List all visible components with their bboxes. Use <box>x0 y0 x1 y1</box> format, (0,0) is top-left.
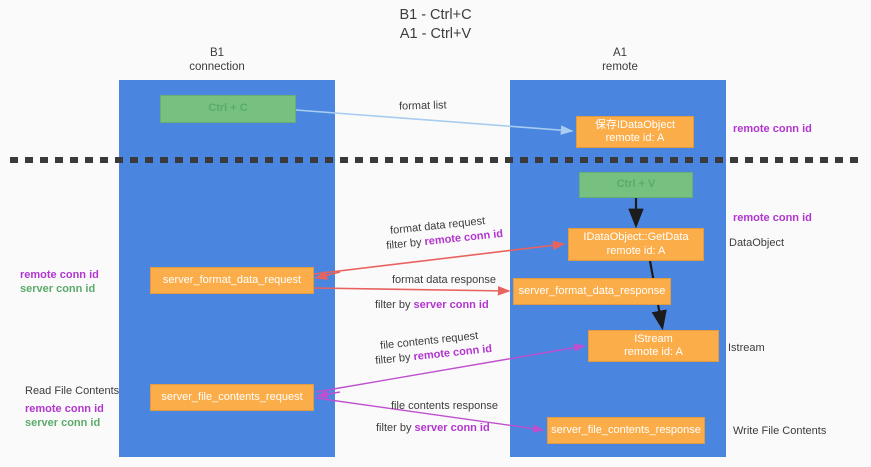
edge-label-format-list: format list <box>398 99 447 113</box>
annotation-write-file-contents: Write File Contents <box>733 425 827 437</box>
column-header-a1: A1 remote <box>555 46 685 74</box>
node-save-idataobject[interactable]: 保存IDataObject remote id: A <box>576 116 694 148</box>
column-header-a1-name: A1 <box>612 47 628 59</box>
node-server-format-data-request-label: server_format_data_request <box>162 273 302 286</box>
filter-prefix: filter by <box>385 236 426 253</box>
annotation-remote-conn-id-mid: remote conn id <box>733 212 812 224</box>
title-line-1: B1 - Ctrl+C <box>399 7 472 23</box>
column-header-b1-name: B1 <box>209 47 225 59</box>
filter-key-server-conn-id: server conn id <box>414 422 490 434</box>
edge-label-file-contents-response-filter: filter by server conn id <box>376 422 490 435</box>
node-save-idataobject-line1: 保存IDataObject <box>594 118 676 131</box>
filter-key-server-conn-id: server conn id <box>413 299 489 311</box>
node-idataobject-getdata[interactable]: IDataObject::GetData remote id: A <box>568 228 704 261</box>
annotation-left-remote-conn-id: remote conn id <box>20 269 99 281</box>
node-ctrl-v-label: Ctrl + V <box>616 178 656 191</box>
node-idataobject-getdata-line2: remote id: A <box>606 244 666 257</box>
node-server-format-data-request[interactable]: server_format_data_request <box>150 267 314 294</box>
node-server-file-contents-response[interactable]: server_file_contents_response <box>547 417 705 444</box>
node-ctrl-v[interactable]: Ctrl + V <box>579 172 693 198</box>
node-server-format-data-response[interactable]: server_format_data_response <box>513 278 671 305</box>
annotation-dataobject: DataObject <box>729 237 785 249</box>
annotation-read-server-conn-id: server conn id <box>25 417 101 429</box>
title-line-2: A1 - Ctrl+V <box>399 26 472 42</box>
node-istream[interactable]: IStream remote id: A <box>588 330 719 362</box>
filter-prefix: filter by <box>374 351 415 368</box>
column-header-a1-role: remote <box>602 61 638 73</box>
node-ctrl-c[interactable]: Ctrl + C <box>160 95 296 123</box>
filter-prefix: filter by <box>375 299 414 311</box>
phase-divider <box>10 157 865 163</box>
node-server-file-contents-request[interactable]: server_file_contents_request <box>150 384 314 411</box>
edge-label-format-data-response: format data response <box>392 274 496 286</box>
node-idataobject-getdata-line1: IDataObject::GetData <box>583 231 689 243</box>
filter-prefix: filter by <box>376 422 415 434</box>
node-server-format-data-response-label: server_format_data_response <box>518 284 666 297</box>
annotation-istream: Istream <box>728 342 765 354</box>
annotation-remote-conn-id-top: remote conn id <box>733 123 812 135</box>
node-istream-line1: IStream <box>634 332 673 345</box>
node-server-file-contents-request-label: server_file_contents_request <box>161 390 303 403</box>
edge-label-file-contents-response: file contents response <box>391 400 499 412</box>
page-title: B1 - Ctrl+C A1 - Ctrl+V <box>0 6 871 44</box>
node-save-idataobject-line2: remote id: A <box>605 132 665 144</box>
node-istream-line2: remote id: A <box>624 346 683 358</box>
column-header-b1-role: connection <box>189 61 245 73</box>
annotation-read-conn-ids: remote conn id server conn id <box>25 402 104 430</box>
node-ctrl-c-label: Ctrl + C <box>208 102 248 115</box>
annotation-read-file-contents: Read File Contents <box>25 385 120 397</box>
column-header-b1: B1 connection <box>152 46 282 74</box>
annotation-left-server-conn-id: server conn id <box>20 283 96 295</box>
edge-label-format-data-response-filter: filter by server conn id <box>375 299 489 312</box>
node-server-file-contents-response-label: server_file_contents_response <box>551 423 701 436</box>
annotation-left-conn-ids: remote conn id server conn id <box>20 268 99 296</box>
annotation-read-remote-conn-id: remote conn id <box>25 403 104 415</box>
